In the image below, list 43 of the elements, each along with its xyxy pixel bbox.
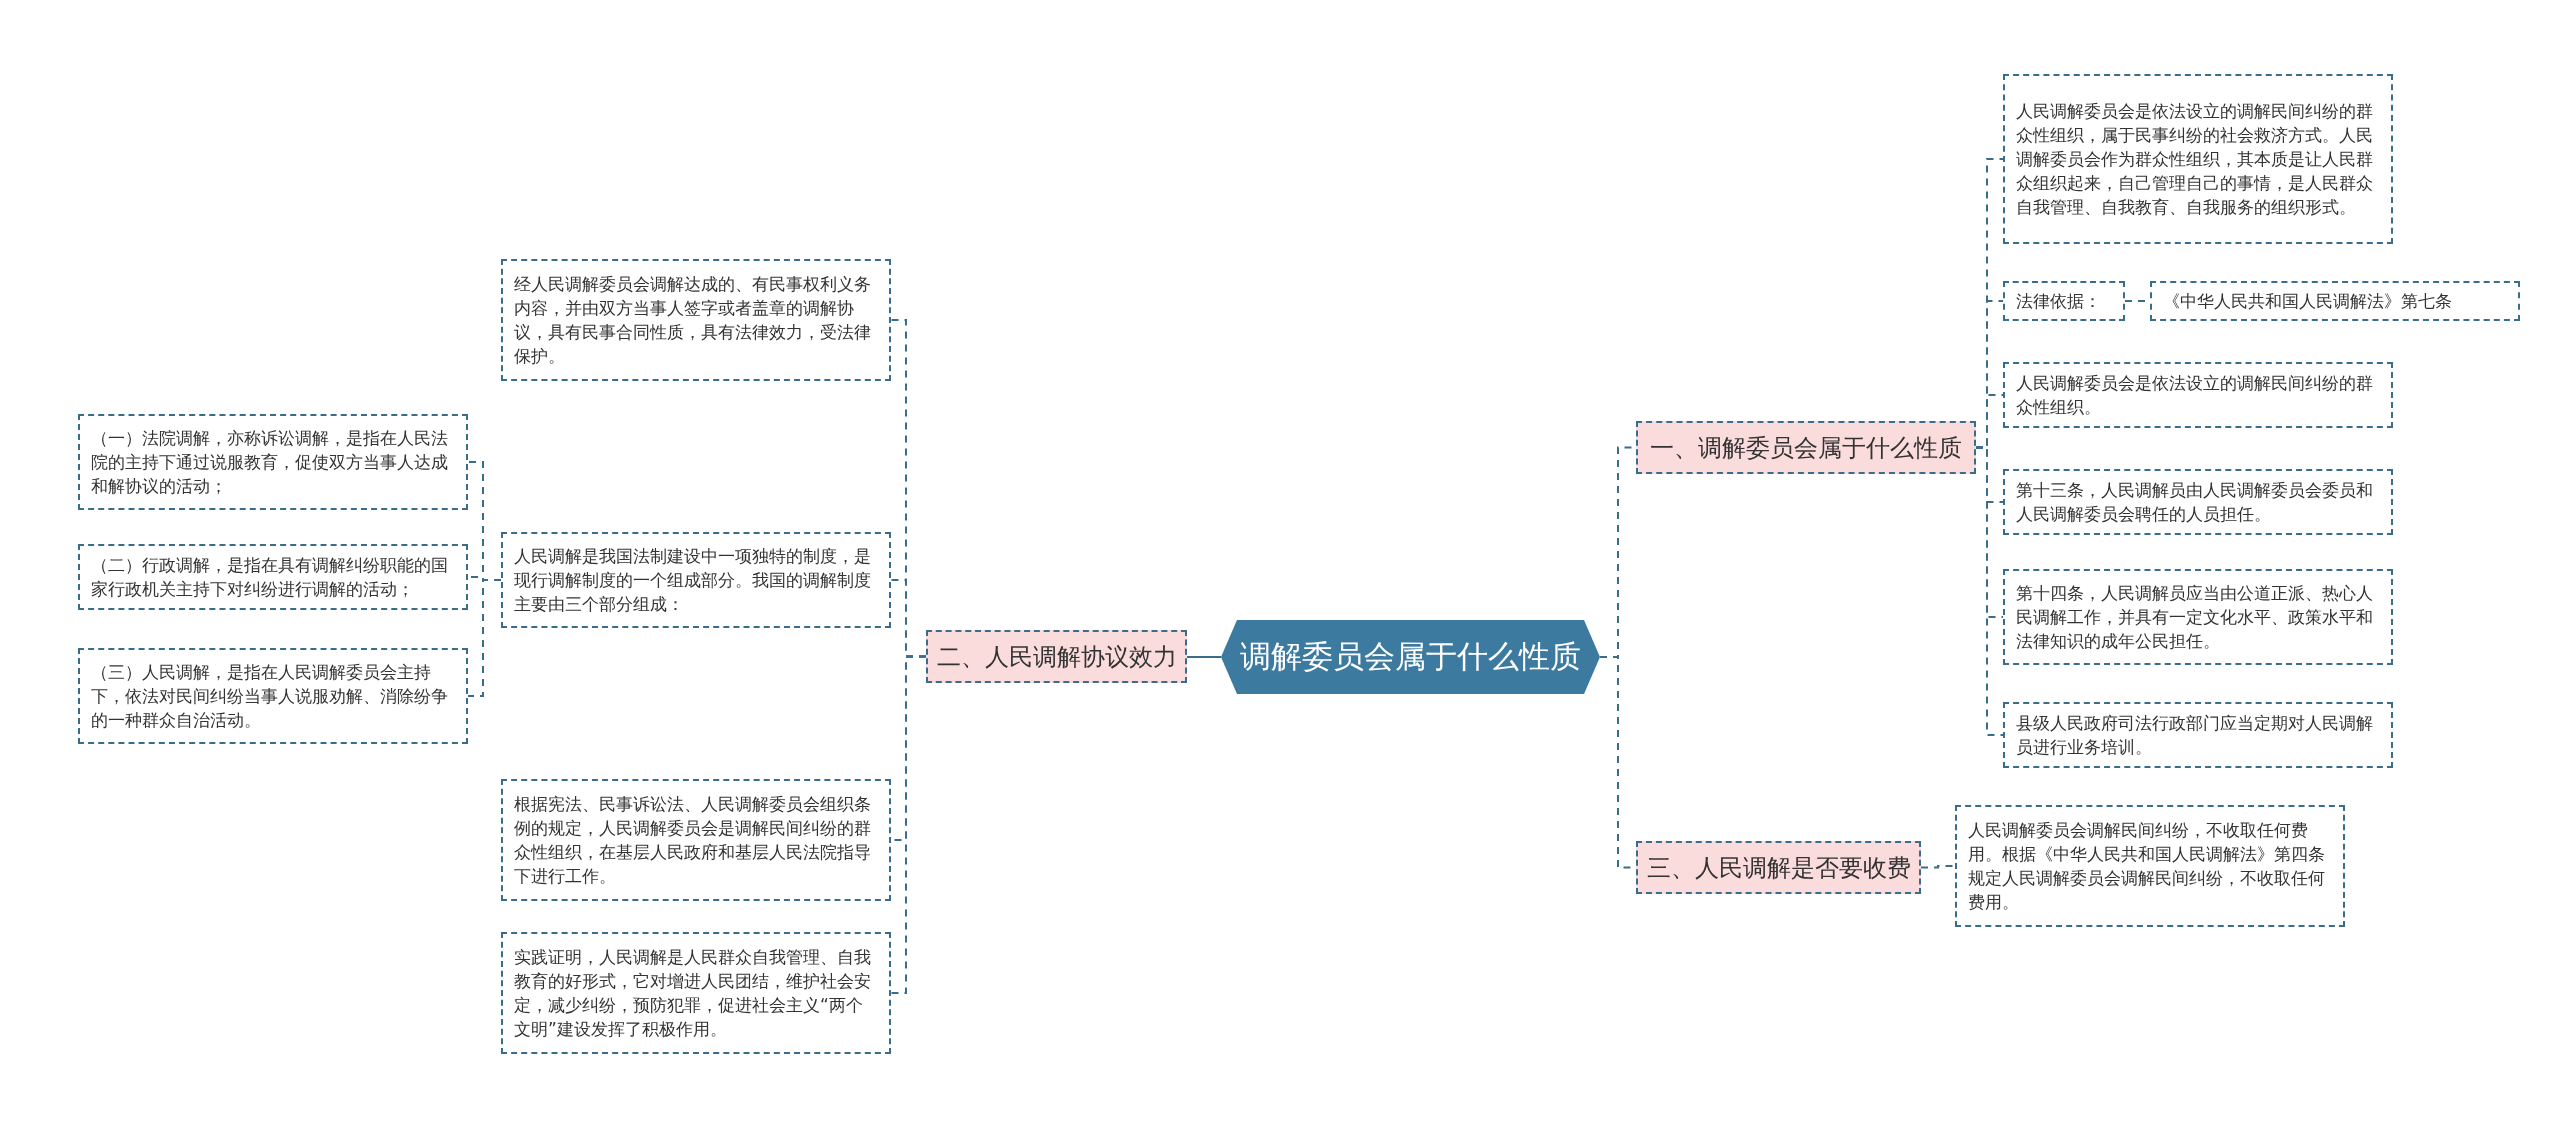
note-box [1955, 805, 2345, 927]
note-text: 第十四条，人民调解员应当由公道正派、热心人民调解工作，并具有一定文化水平、政策水平和法律知识的成年公民担任。 [2016, 582, 2374, 653]
connector-line [1186, 656, 1222, 658]
note-text: 实践证明，人民调解是人民群众自我管理、自我教育的好形式，它对增进人民团结，维护社会安定，减少纠纷，预防犯罪，促进社会主义“两个文明”建设发挥了积极作用。 [514, 946, 872, 1041]
connector-line [890, 655, 927, 994]
note-text: 《中华人民共和国人民调解法》第七条 [2163, 290, 2452, 313]
note-box [2003, 569, 2393, 665]
branch-topic-text: 三、人民调解是否要收费 [1646, 852, 1911, 884]
note-text: （二）行政调解，是指在具有调解纠纷职能的国家行政机关主持下对纠纷进行调解的活动； [91, 554, 449, 601]
connector-line [1920, 865, 1956, 869]
note-box [2003, 469, 2393, 535]
note-box [2003, 362, 2393, 428]
note-text: 人民调解委员会是依法设立的调解民间纠纷的群众性组织，属于民事纠纷的社会救济方式。人民调解委员会作为群众性组织，其本质是让人民群众组织起来，自己管理自己的事情，是人民群众自我管理、自我教育、自我服务的组织形式。 [2016, 100, 2374, 219]
central-topic-hexagon [1221, 620, 1600, 694]
note-box [2150, 281, 2520, 321]
note-box [501, 259, 891, 381]
note-box [2003, 281, 2125, 321]
connector-line [1975, 446, 2004, 736]
note-box [501, 779, 891, 901]
central-topic-text: 调解委员会属于什么性质 [1240, 637, 1581, 676]
note-text: 人民调解是我国法制建设中一项独特的制度，是现行调解制度的一个组成部分。我国的调解制度主要由三个部分组成： [514, 545, 872, 616]
note-box [78, 414, 468, 510]
note-box [2003, 74, 2393, 244]
note-box [501, 532, 891, 628]
note-text: （一）法院调解，亦称诉讼调解，是指在人民法院的主持下通过说服教育，促使双方当事人达成和解协议的活动； [91, 427, 449, 498]
note-box [78, 544, 468, 610]
branch-topic-box [1636, 421, 1976, 474]
note-box [78, 648, 468, 744]
branch-topic-text: 一、调解委员会属于什么性质 [1650, 432, 1962, 464]
note-text: 人民调解委员会是依法设立的调解民间纠纷的群众性组织。 [2016, 372, 2374, 419]
branch-topic-box [926, 630, 1187, 683]
note-text: 法律依据： [2016, 290, 2101, 313]
note-text: （三）人民调解，是指在人民调解委员会主持下，依法对民间纠纷当事人说服劝解、消除纷争的一种群众自治活动。 [91, 661, 449, 732]
branch-topic-box [1636, 841, 1921, 894]
note-box [501, 932, 891, 1054]
note-text: 根据宪法、民事诉讼法、人民调解委员会组织条例的规定，人民调解委员会是调解民间纠纷的群众性组织，在基层人民政府和基层人民法院指导下进行工作。 [514, 793, 872, 888]
note-text: 第十三条，人民调解员由人民调解委员会委员和人民调解委员会聘任的人员担任。 [2016, 479, 2374, 526]
note-box [2003, 702, 2393, 768]
connector-line [467, 579, 502, 697]
branch-topic-text: 二、人民调解协议效力 [936, 641, 1177, 673]
note-text: 县级人民政府司法行政部门应当定期对人民调解员进行业务培训。 [2016, 712, 2374, 759]
note-text: 经人民调解委员会调解达成的、有民事权利义务内容，并由双方当事人签字或者盖章的调解协议，具有民事合同性质，具有法律效力，受法律保护。 [514, 273, 872, 368]
note-text: 人民调解委员会调解民间纠纷，不收取任何费用。根据《中华人民共和国人民调解法》第四条规定人民调解委员会调解民间纠纷，不收取任何费用。 [1968, 819, 2326, 914]
